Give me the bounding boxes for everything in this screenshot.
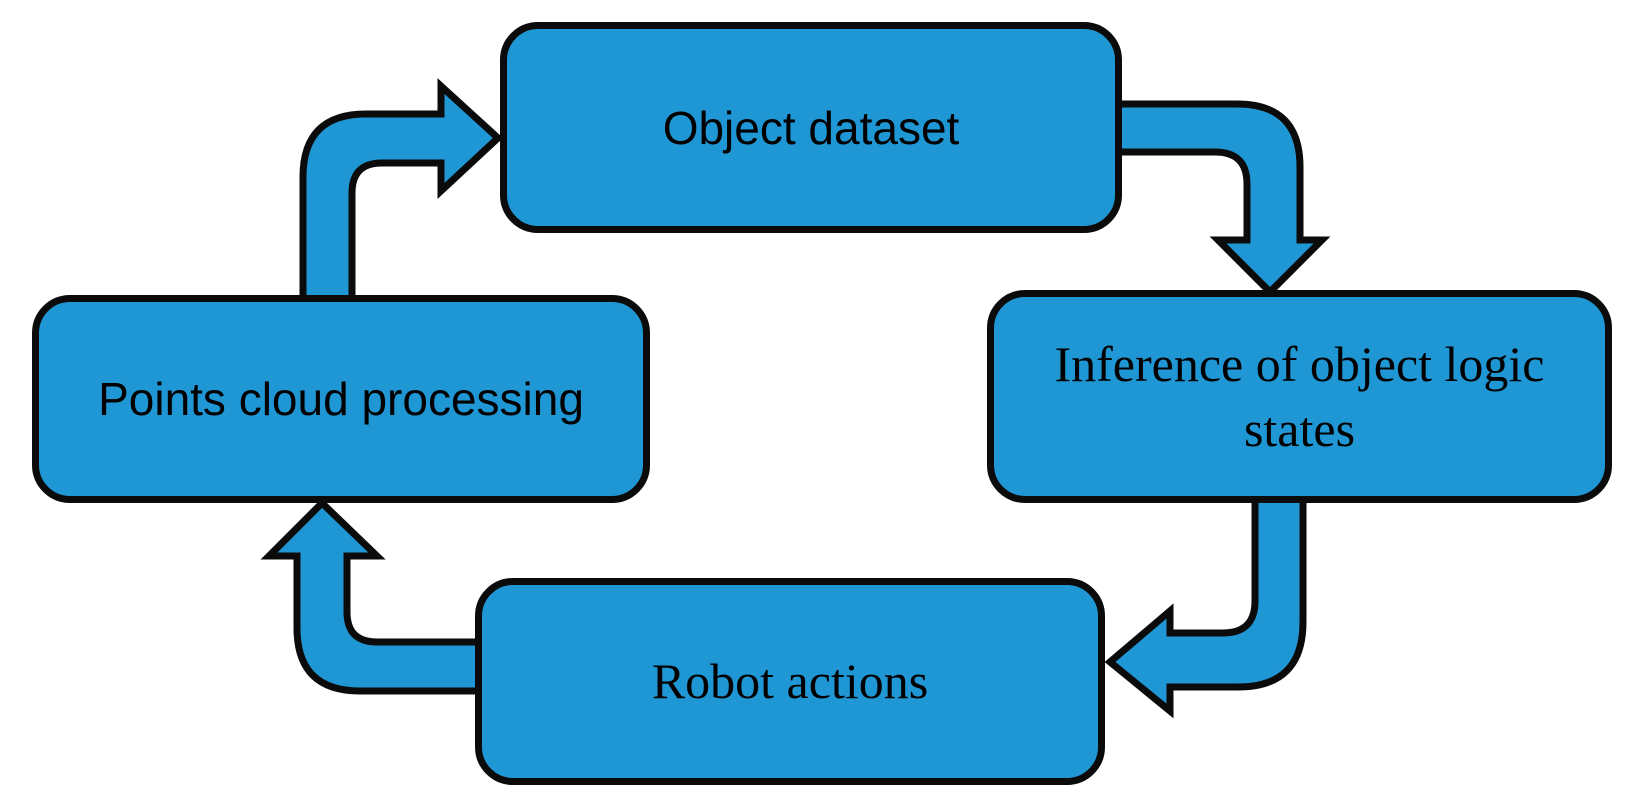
node-robot-actions-label: Robot actions [651, 653, 929, 709]
arrow-inference-to-robot-actions-icon [1104, 494, 1307, 719]
arrow-object-dataset-to-inference-icon [1114, 100, 1331, 297]
node-object-dataset: Object dataset [500, 22, 1122, 233]
node-object-dataset-label: Object dataset [662, 101, 960, 154]
arrow-robot-actions-to-points-cloud-icon [260, 498, 484, 695]
node-inference-label: Inference of object logic states [1054, 335, 1545, 457]
node-points-cloud-processing: Points cloud processing [32, 295, 650, 503]
node-points-cloud-label: Points cloud processing [98, 373, 584, 425]
arrow-points-cloud-to-object-dataset-icon [299, 78, 504, 304]
node-robot-actions: Robot actions [475, 578, 1105, 785]
node-inference-of-object-logic-states: Inference of object logic states [987, 290, 1612, 503]
